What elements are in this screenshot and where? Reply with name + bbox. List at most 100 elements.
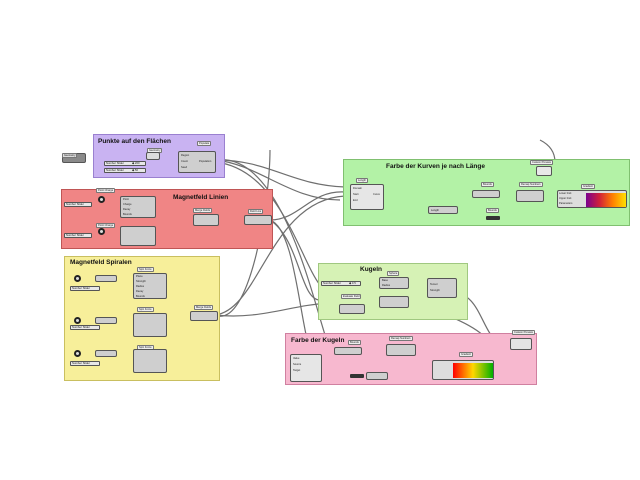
bounds-component[interactable] xyxy=(334,347,362,355)
group-magnetic-field-lines[interactable]: Magnetfeld Linien Point Charge Number Sl… xyxy=(61,188,273,249)
port-region[interactable]: Region xyxy=(181,154,190,157)
port-charge[interactable]: Charge xyxy=(123,203,132,206)
port-domain[interactable]: Domain xyxy=(353,187,362,190)
charge-slider[interactable]: Number Slider xyxy=(64,202,92,207)
port-value[interactable]: Value xyxy=(293,357,300,360)
group-title: Farbe der Kugeln xyxy=(291,337,345,344)
port-decay[interactable]: Decay xyxy=(123,208,131,211)
port-start[interactable]: Start xyxy=(353,193,359,196)
port-radius[interactable]: Radius xyxy=(382,284,391,287)
port-base[interactable]: Base xyxy=(382,279,388,282)
seed-slider[interactable]: Number Slider ◆ 50 xyxy=(104,168,146,173)
group-curve-color-by-length[interactable]: Farbe der Kurven je nach Länge Length Do… xyxy=(343,159,630,226)
length-component[interactable]: Domain Start End Curve xyxy=(350,184,384,210)
geometry-param-node[interactable]: Geometry xyxy=(62,153,86,163)
port-seed[interactable]: Seed xyxy=(181,166,188,169)
point-charge-tag: Point Charge xyxy=(96,188,116,194)
strength-slider[interactable]: Number Slider xyxy=(70,286,100,291)
custom-preview-component[interactable] xyxy=(510,338,532,350)
port-upper-limit[interactable]: Upper limit xyxy=(559,197,572,200)
remap-component[interactable] xyxy=(516,190,544,202)
port-length[interactable]: Length xyxy=(431,209,439,212)
custom-preview-tag: Custom Preview xyxy=(530,160,553,166)
gradient-preview[interactable] xyxy=(586,193,626,207)
evaluate-field-output[interactable] xyxy=(379,296,409,308)
evaluate-field-component[interactable] xyxy=(339,304,365,314)
length-tag: Length xyxy=(356,178,368,184)
port-bounds[interactable]: Bounds xyxy=(123,213,132,216)
curve-length-node[interactable]: Length xyxy=(428,206,458,214)
charge-slider-2[interactable]: Number Slider xyxy=(64,233,92,238)
port-count[interactable]: Count xyxy=(181,160,188,163)
spin-force-tag: Spin Force xyxy=(137,267,154,273)
spin-force-component-3[interactable] xyxy=(133,349,167,373)
merge-fields-component[interactable] xyxy=(193,214,219,226)
gradient-component[interactable] xyxy=(432,360,494,380)
plane-node-3[interactable] xyxy=(95,350,117,357)
wire xyxy=(214,149,271,317)
remap-tag: Remap Numbers xyxy=(519,182,543,188)
wire xyxy=(215,159,341,201)
custom-preview-component[interactable] xyxy=(536,166,552,176)
port-point[interactable]: Point xyxy=(123,198,129,201)
slider-value: ◆ 50 xyxy=(132,168,139,172)
slider-label: Number Slider xyxy=(66,202,84,206)
bounds-node-2[interactable] xyxy=(366,372,388,380)
spin-force-component-1[interactable]: Plane Strength Radius Decay Bounds xyxy=(133,273,167,299)
populate-geometry-component[interactable]: Region Count Seed Population xyxy=(178,151,216,173)
port-decay[interactable]: Decay xyxy=(136,290,144,293)
port-strength[interactable]: Strength xyxy=(136,280,146,283)
port-end[interactable]: End xyxy=(353,199,358,202)
strength-slider-3[interactable]: Number Slider xyxy=(70,361,100,366)
geometry-input-node[interactable] xyxy=(146,152,160,160)
merge-fields-component[interactable] xyxy=(190,311,218,321)
slider-label: Number Slider xyxy=(72,286,90,290)
gear-icon xyxy=(74,275,81,282)
group-title: Magnetfeld Spiralen xyxy=(70,259,132,266)
sphere-tag: Sphere xyxy=(387,271,400,277)
port-bounds[interactable]: Bounds xyxy=(136,295,145,298)
port-lower-limit[interactable]: Lower limit xyxy=(559,192,572,195)
plane-node-2[interactable] xyxy=(95,317,117,324)
slider-value: ◆ 0.5 xyxy=(349,281,356,285)
group-sphere-color[interactable]: Farbe der Kugeln Value Source Target Bou… xyxy=(285,333,537,385)
port-curve[interactable]: Curve xyxy=(373,193,380,196)
port-parameters[interactable]: Parameters xyxy=(559,202,573,205)
slider-value: ◆ 200 xyxy=(132,161,140,165)
wire xyxy=(269,219,321,301)
gear-icon xyxy=(74,317,81,324)
domain-bar[interactable] xyxy=(486,216,500,220)
slider-label: Number Slider xyxy=(66,233,84,237)
point-charge-component[interactable]: Point Charge Decay Bounds xyxy=(120,196,156,218)
field-line-component[interactable] xyxy=(244,215,272,225)
port-population[interactable]: Population xyxy=(199,160,212,163)
bounds-component[interactable] xyxy=(472,190,500,198)
strength-slider-2[interactable]: Number Slider xyxy=(70,325,100,330)
slider-label: Number Slider xyxy=(72,325,90,329)
port-target[interactable]: Target xyxy=(293,369,301,372)
gradient-component[interactable]: Lower limit Upper limit Parameters xyxy=(557,190,627,208)
spin-force-component-2[interactable] xyxy=(133,313,167,337)
group-magnetic-spirals[interactable]: Magnetfeld Spiralen Spin Force Number Sl… xyxy=(64,256,220,381)
port-source[interactable]: Source xyxy=(293,363,302,366)
point-charge-component-2[interactable] xyxy=(120,226,156,246)
tensor-display-component[interactable]: Tensor Strength xyxy=(427,278,457,298)
field-line-tag: Field Line xyxy=(248,209,264,215)
gradient-preview[interactable] xyxy=(453,363,493,378)
port-radius[interactable]: Radius xyxy=(136,285,145,288)
evaluate-field-component[interactable]: Value Source Target xyxy=(290,354,322,382)
radius-slider[interactable]: Number Slider ◆ 0.5 xyxy=(321,281,361,286)
port-tensor[interactable]: Tensor xyxy=(430,283,438,286)
port-strength[interactable]: Strength xyxy=(430,289,440,292)
domain-bar[interactable] xyxy=(350,374,364,378)
plane-node[interactable] xyxy=(95,275,117,282)
group-points-on-surfaces[interactable]: Punkte auf den Flächen Geometry Populate… xyxy=(93,134,225,178)
bounds-tag: Bounds xyxy=(481,182,494,188)
group-spheres[interactable]: Kugeln Number Slider ◆ 0.5 Sphere Base R… xyxy=(318,263,468,320)
count-slider[interactable]: Number Slider ◆ 200 xyxy=(104,161,146,166)
gradient-tag: Gradient xyxy=(459,352,473,358)
remap-component[interactable] xyxy=(386,344,416,356)
sphere-component[interactable]: Base Radius xyxy=(379,277,409,289)
port-plane[interactable]: Plane xyxy=(136,275,143,278)
evaluate-field-tag: Evaluate Field xyxy=(341,294,362,300)
